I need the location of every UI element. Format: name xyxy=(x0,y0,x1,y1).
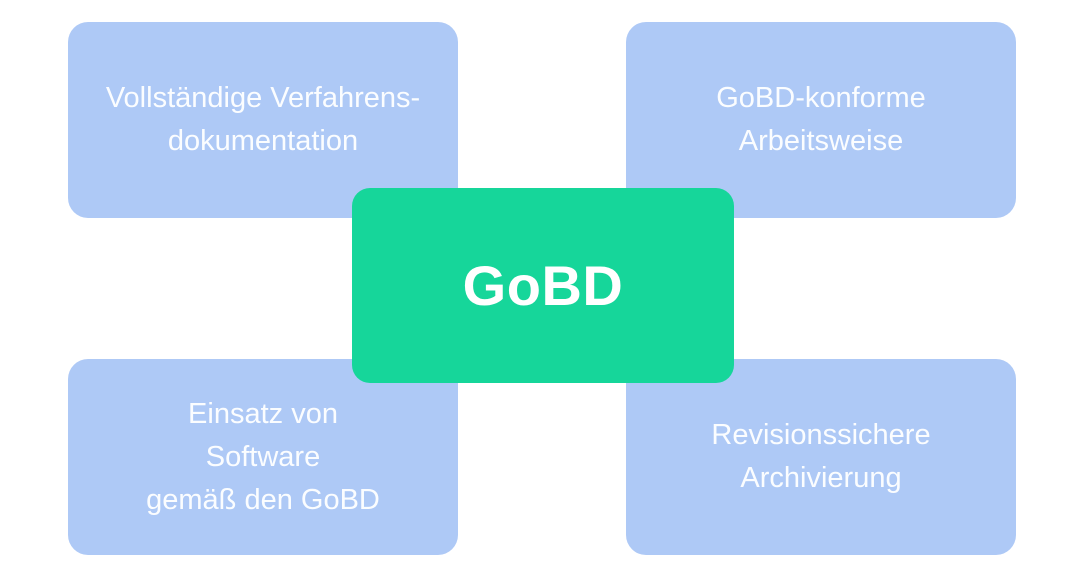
box-arbeitsweise: GoBD-konforme Arbeitsweise xyxy=(626,22,1016,218)
box-text-line: Arbeitsweise xyxy=(738,125,904,157)
box-verfahrensdokumentation: Vollständige Verfahrens- dokumentation xyxy=(68,22,458,218)
center-gobd-label: GoBD xyxy=(462,254,624,317)
box-text-line: Software xyxy=(205,440,321,473)
box-software: Einsatz von Software gemäß den GoBD xyxy=(68,359,458,555)
box-text-line: Einsatz von xyxy=(188,397,338,430)
box-archivierung: Revisionssichere Archivierung xyxy=(626,359,1016,555)
box-text-line: Revisionssichere xyxy=(711,419,931,451)
box-text-line: Archivierung xyxy=(740,462,902,494)
box-text-line: Vollständige Verfahrens- xyxy=(105,82,421,114)
box-text-line: dokumentation xyxy=(167,125,359,157)
box-text-line: gemäß den GoBD xyxy=(146,483,380,516)
center-gobd-box: GoBD xyxy=(352,188,734,383)
box-text-line: GoBD-konforme xyxy=(716,82,926,114)
